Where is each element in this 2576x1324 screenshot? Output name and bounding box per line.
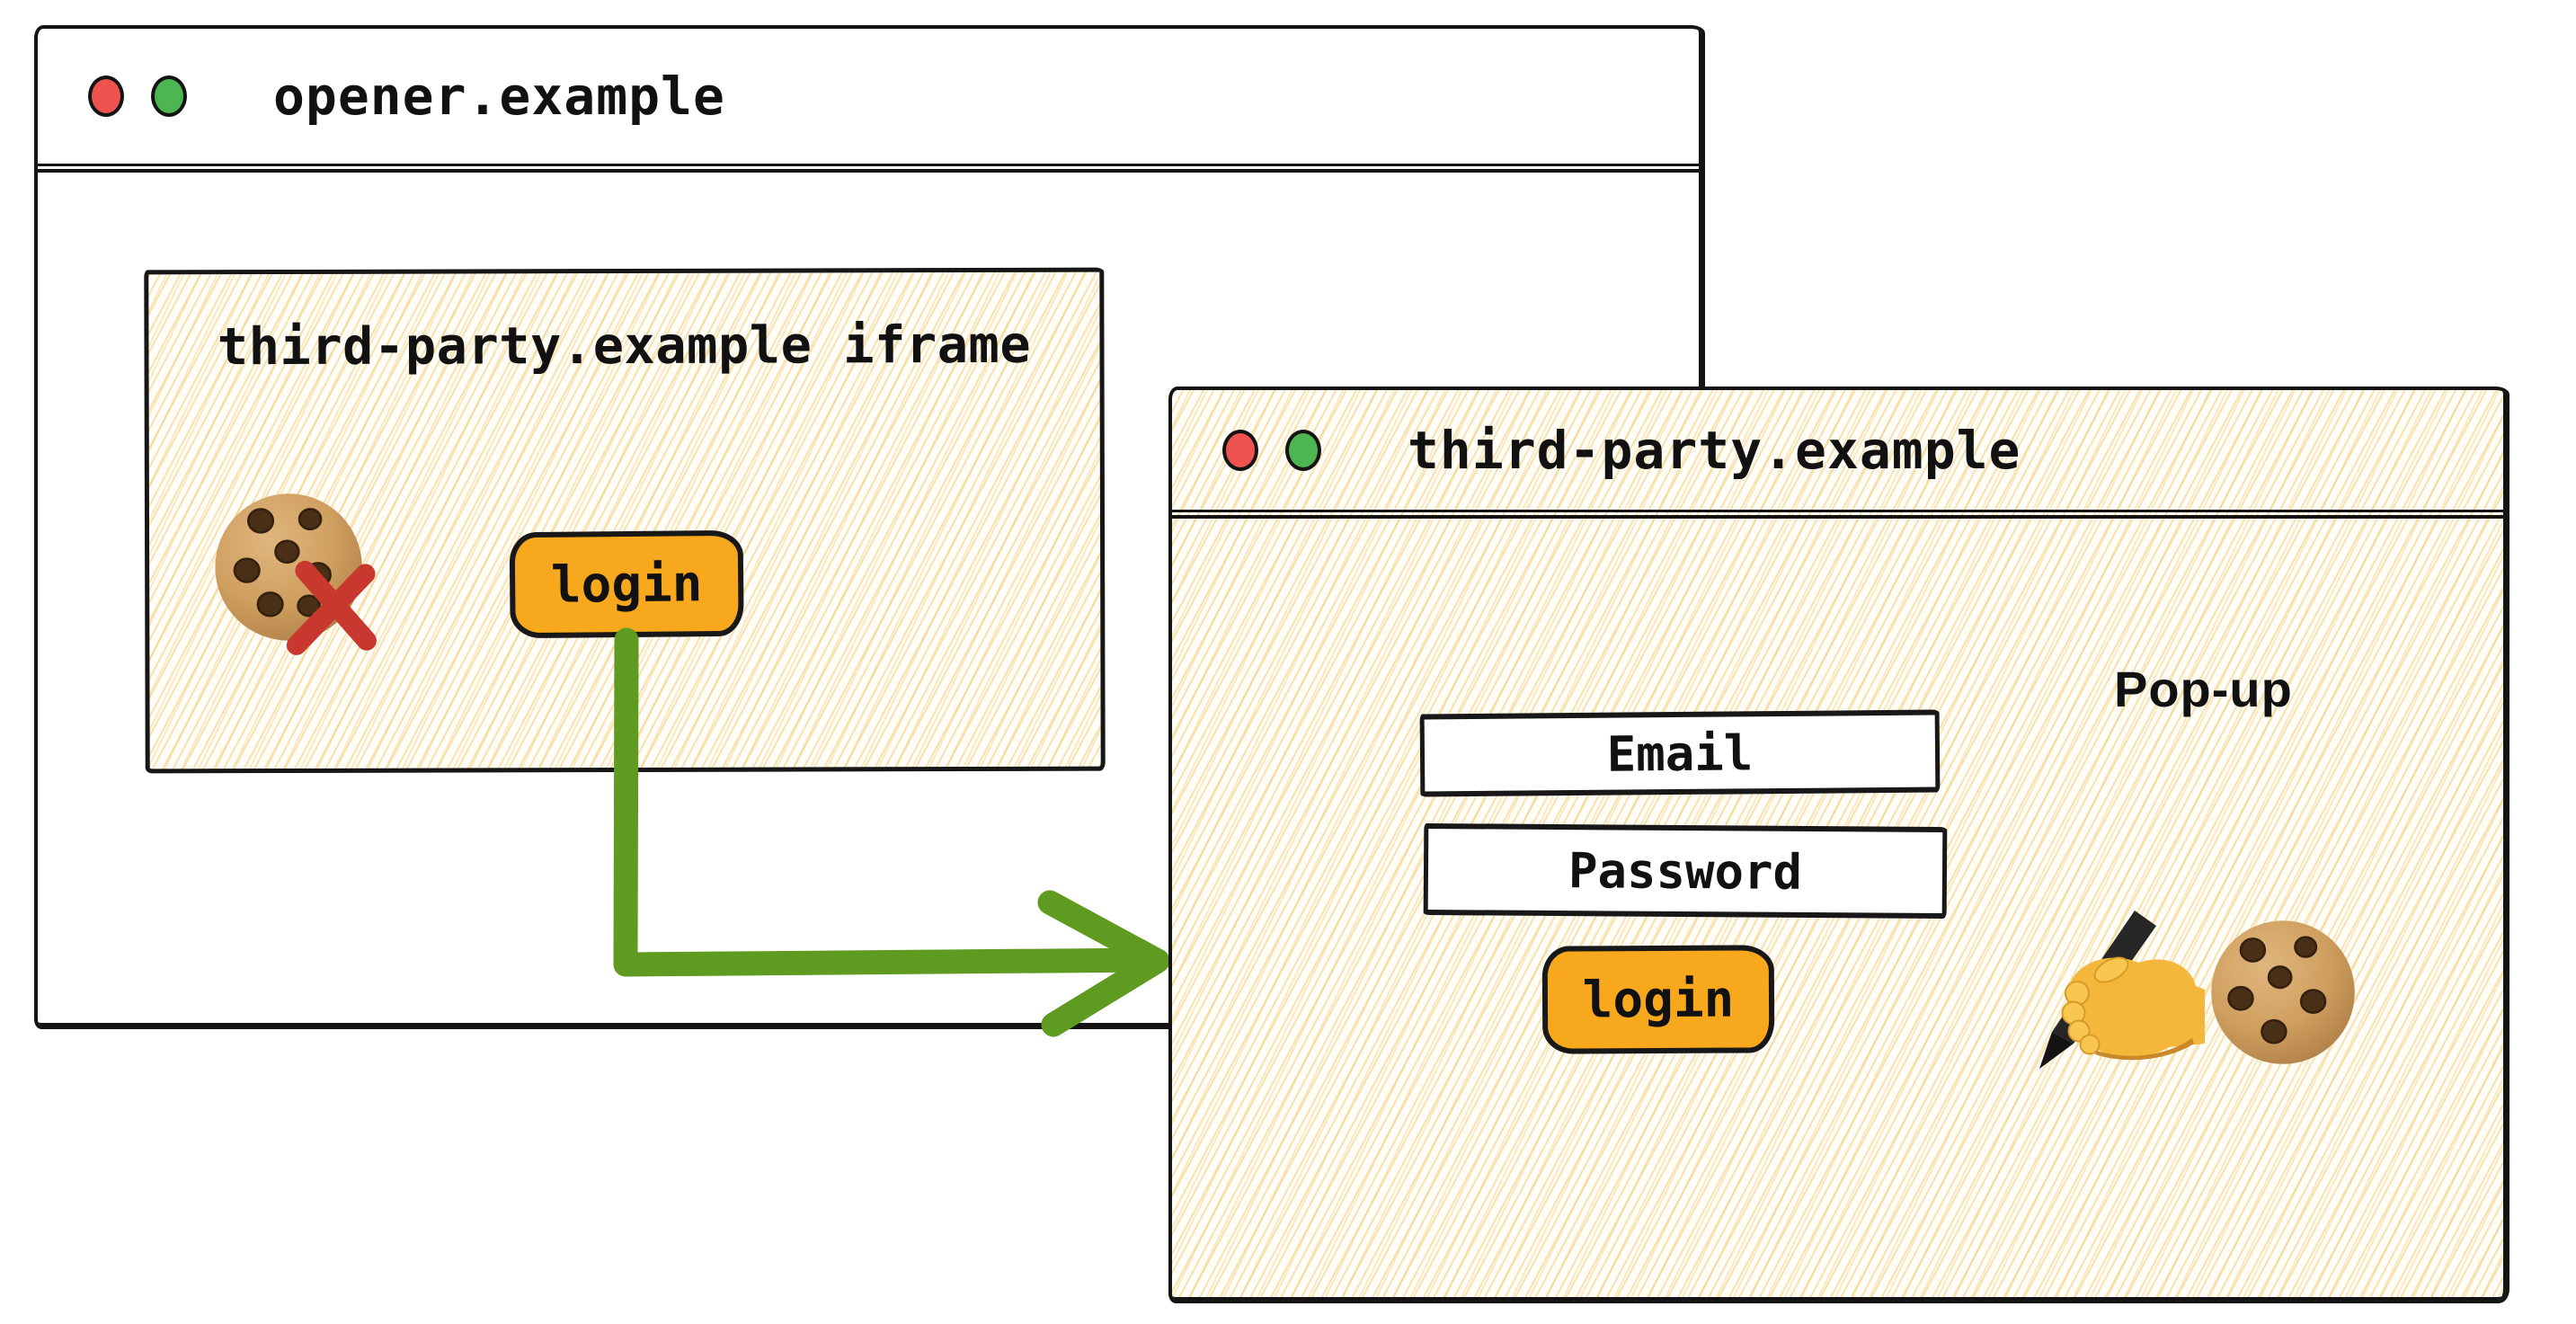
email-field-label: Email [1606,724,1754,783]
third-party-iframe: third-party.example iframe [144,267,1106,774]
writing-hand-icon [2039,911,2205,1069]
iframe-label: third-party.example iframe [217,315,1032,378]
popup-window-title: third-party.example [1408,419,2021,481]
window-maximize-button[interactable] [1285,429,1321,471]
red-cross-icon [286,560,377,655]
opener-window-title: opener.example [273,66,725,127]
opener-titlebar: opener.example [34,29,1705,173]
cookie-icon [2211,920,2355,1064]
popup-label: Pop-up [2114,661,2293,717]
window-maximize-button[interactable] [151,76,187,117]
window-close-button[interactable] [88,76,124,117]
window-close-button[interactable] [1222,429,1258,471]
password-field-label: Password [1568,841,1803,901]
password-field[interactable]: Password [1423,822,1948,920]
popup-login-button[interactable]: login [1541,945,1775,1054]
popup-titlebar: third-party.example [1168,390,2509,519]
email-field[interactable]: Email [1419,709,1941,797]
popup-window: third-party.example Pop-up Email Passwor… [1168,387,2509,1303]
iframe-login-button[interactable]: login [509,529,744,639]
